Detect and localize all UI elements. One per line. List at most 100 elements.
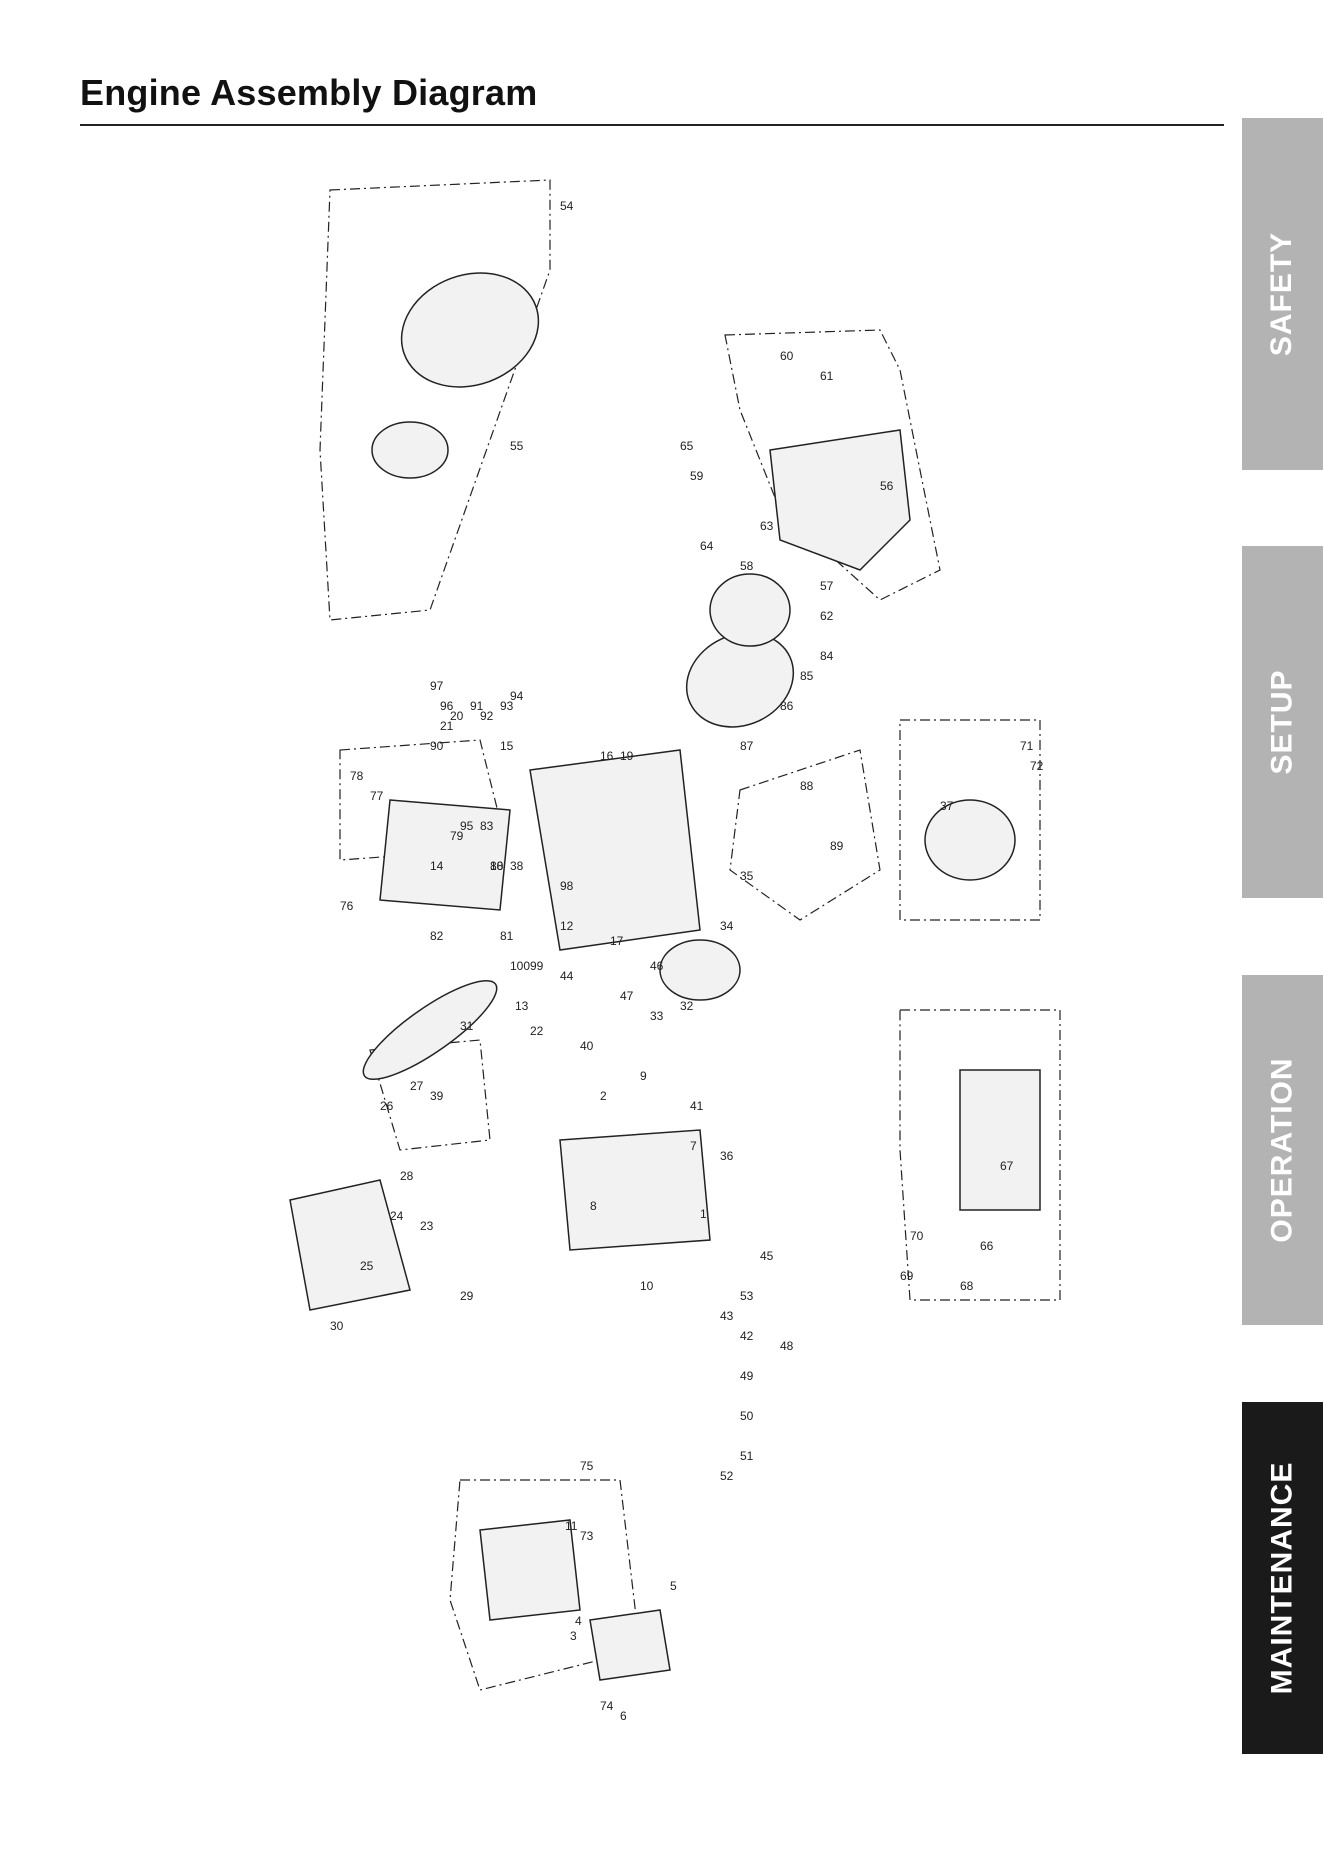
svg-text:17: 17 <box>610 934 624 948</box>
svg-text:81: 81 <box>500 929 514 943</box>
svg-text:27: 27 <box>410 1079 424 1093</box>
tab-safety-label: SAFETY <box>1265 231 1299 357</box>
svg-text:70: 70 <box>910 1229 924 1243</box>
crankshaft <box>362 979 498 1081</box>
svg-text:87: 87 <box>740 739 754 753</box>
svg-text:8: 8 <box>590 1199 597 1213</box>
svg-text:53: 53 <box>740 1289 754 1303</box>
svg-text:12: 12 <box>560 919 574 933</box>
svg-text:28: 28 <box>400 1169 414 1183</box>
svg-text:38: 38 <box>510 859 524 873</box>
svg-text:41: 41 <box>690 1099 704 1113</box>
svg-text:25: 25 <box>360 1259 374 1273</box>
svg-text:44: 44 <box>560 969 574 983</box>
svg-text:71: 71 <box>1020 739 1034 753</box>
svg-text:23: 23 <box>420 1219 434 1233</box>
svg-text:93: 93 <box>500 699 514 713</box>
svg-text:64: 64 <box>700 539 714 553</box>
svg-text:56: 56 <box>880 479 894 493</box>
svg-text:20: 20 <box>450 709 464 723</box>
svg-text:9: 9 <box>640 1069 647 1083</box>
svg-text:100: 100 <box>510 959 530 973</box>
svg-text:7: 7 <box>690 1139 697 1153</box>
tab-setup-label: SETUP <box>1265 669 1299 775</box>
tab-maintenance[interactable]: MAINTENANCE <box>1242 1402 1323 1754</box>
svg-text:36: 36 <box>720 1149 734 1163</box>
svg-text:2: 2 <box>600 1089 607 1103</box>
svg-text:86: 86 <box>780 699 794 713</box>
svg-text:88: 88 <box>800 779 814 793</box>
svg-text:76: 76 <box>340 899 354 913</box>
svg-text:96: 96 <box>440 699 454 713</box>
flywheel <box>685 632 795 728</box>
svg-text:29: 29 <box>460 1289 474 1303</box>
svg-text:50: 50 <box>740 1409 754 1423</box>
svg-text:21: 21 <box>440 719 454 733</box>
svg-text:4: 4 <box>575 1614 582 1628</box>
svg-text:46: 46 <box>650 959 664 973</box>
svg-text:42: 42 <box>740 1329 754 1343</box>
svg-text:82: 82 <box>430 929 444 943</box>
svg-text:94: 94 <box>510 689 524 703</box>
recoil-pulley <box>371 421 449 479</box>
piston <box>659 939 741 1001</box>
svg-text:65: 65 <box>680 439 694 453</box>
svg-text:60: 60 <box>780 349 794 363</box>
svg-text:18: 18 <box>490 859 504 873</box>
svg-text:43: 43 <box>720 1309 734 1323</box>
svg-text:45: 45 <box>760 1249 774 1263</box>
air-filter-element <box>924 799 1016 881</box>
svg-text:80: 80 <box>490 859 504 873</box>
svg-text:30: 30 <box>330 1319 344 1333</box>
svg-text:48: 48 <box>780 1339 794 1353</box>
svg-text:68: 68 <box>960 1279 974 1293</box>
svg-text:84: 84 <box>820 649 834 663</box>
tab-setup[interactable]: SETUP <box>1242 546 1323 898</box>
svg-text:91: 91 <box>470 699 484 713</box>
svg-text:24: 24 <box>390 1209 404 1223</box>
svg-text:15: 15 <box>500 739 514 753</box>
svg-text:66: 66 <box>980 1239 994 1253</box>
svg-text:1: 1 <box>700 1207 707 1221</box>
svg-text:79: 79 <box>450 829 464 843</box>
svg-text:10: 10 <box>640 1279 654 1293</box>
group-boundary-shroud <box>724 329 941 601</box>
svg-text:37: 37 <box>940 799 954 813</box>
svg-text:26: 26 <box>380 1099 394 1113</box>
svg-text:13: 13 <box>515 999 529 1013</box>
svg-text:63: 63 <box>760 519 774 533</box>
group-boundary-air-filter <box>899 719 1041 921</box>
svg-text:73: 73 <box>580 1529 594 1543</box>
svg-text:32: 32 <box>680 999 694 1013</box>
svg-text:16: 16 <box>600 749 614 763</box>
svg-text:58: 58 <box>740 559 754 573</box>
tab-operation-label: OPERATION <box>1265 1057 1299 1243</box>
svg-text:95: 95 <box>460 819 474 833</box>
cylinder-head <box>559 1129 711 1251</box>
group-boundary-recoil-starter <box>319 179 551 621</box>
svg-text:83: 83 <box>480 819 494 833</box>
crankcase-cover <box>289 1179 411 1311</box>
svg-text:97: 97 <box>430 679 444 693</box>
svg-text:55: 55 <box>510 439 524 453</box>
svg-text:85: 85 <box>800 669 814 683</box>
svg-text:19: 19 <box>620 749 634 763</box>
svg-text:40: 40 <box>580 1039 594 1053</box>
svg-text:49: 49 <box>740 1369 754 1383</box>
crankcase <box>529 749 701 951</box>
tab-safety[interactable]: SAFETY <box>1242 118 1323 470</box>
svg-text:11: 11 <box>565 1519 578 1533</box>
svg-text:69: 69 <box>900 1269 914 1283</box>
tab-operation[interactable]: OPERATION <box>1242 975 1323 1325</box>
svg-text:54: 54 <box>560 199 574 213</box>
tab-maintenance-label: MAINTENANCE <box>1265 1461 1299 1695</box>
svg-text:51: 51 <box>740 1449 754 1463</box>
svg-text:77: 77 <box>370 789 384 803</box>
fuel-tank <box>379 799 511 911</box>
svg-text:99: 99 <box>530 959 544 973</box>
title-divider <box>80 124 1224 126</box>
svg-text:31: 31 <box>460 1019 474 1033</box>
svg-text:74: 74 <box>600 1699 614 1713</box>
